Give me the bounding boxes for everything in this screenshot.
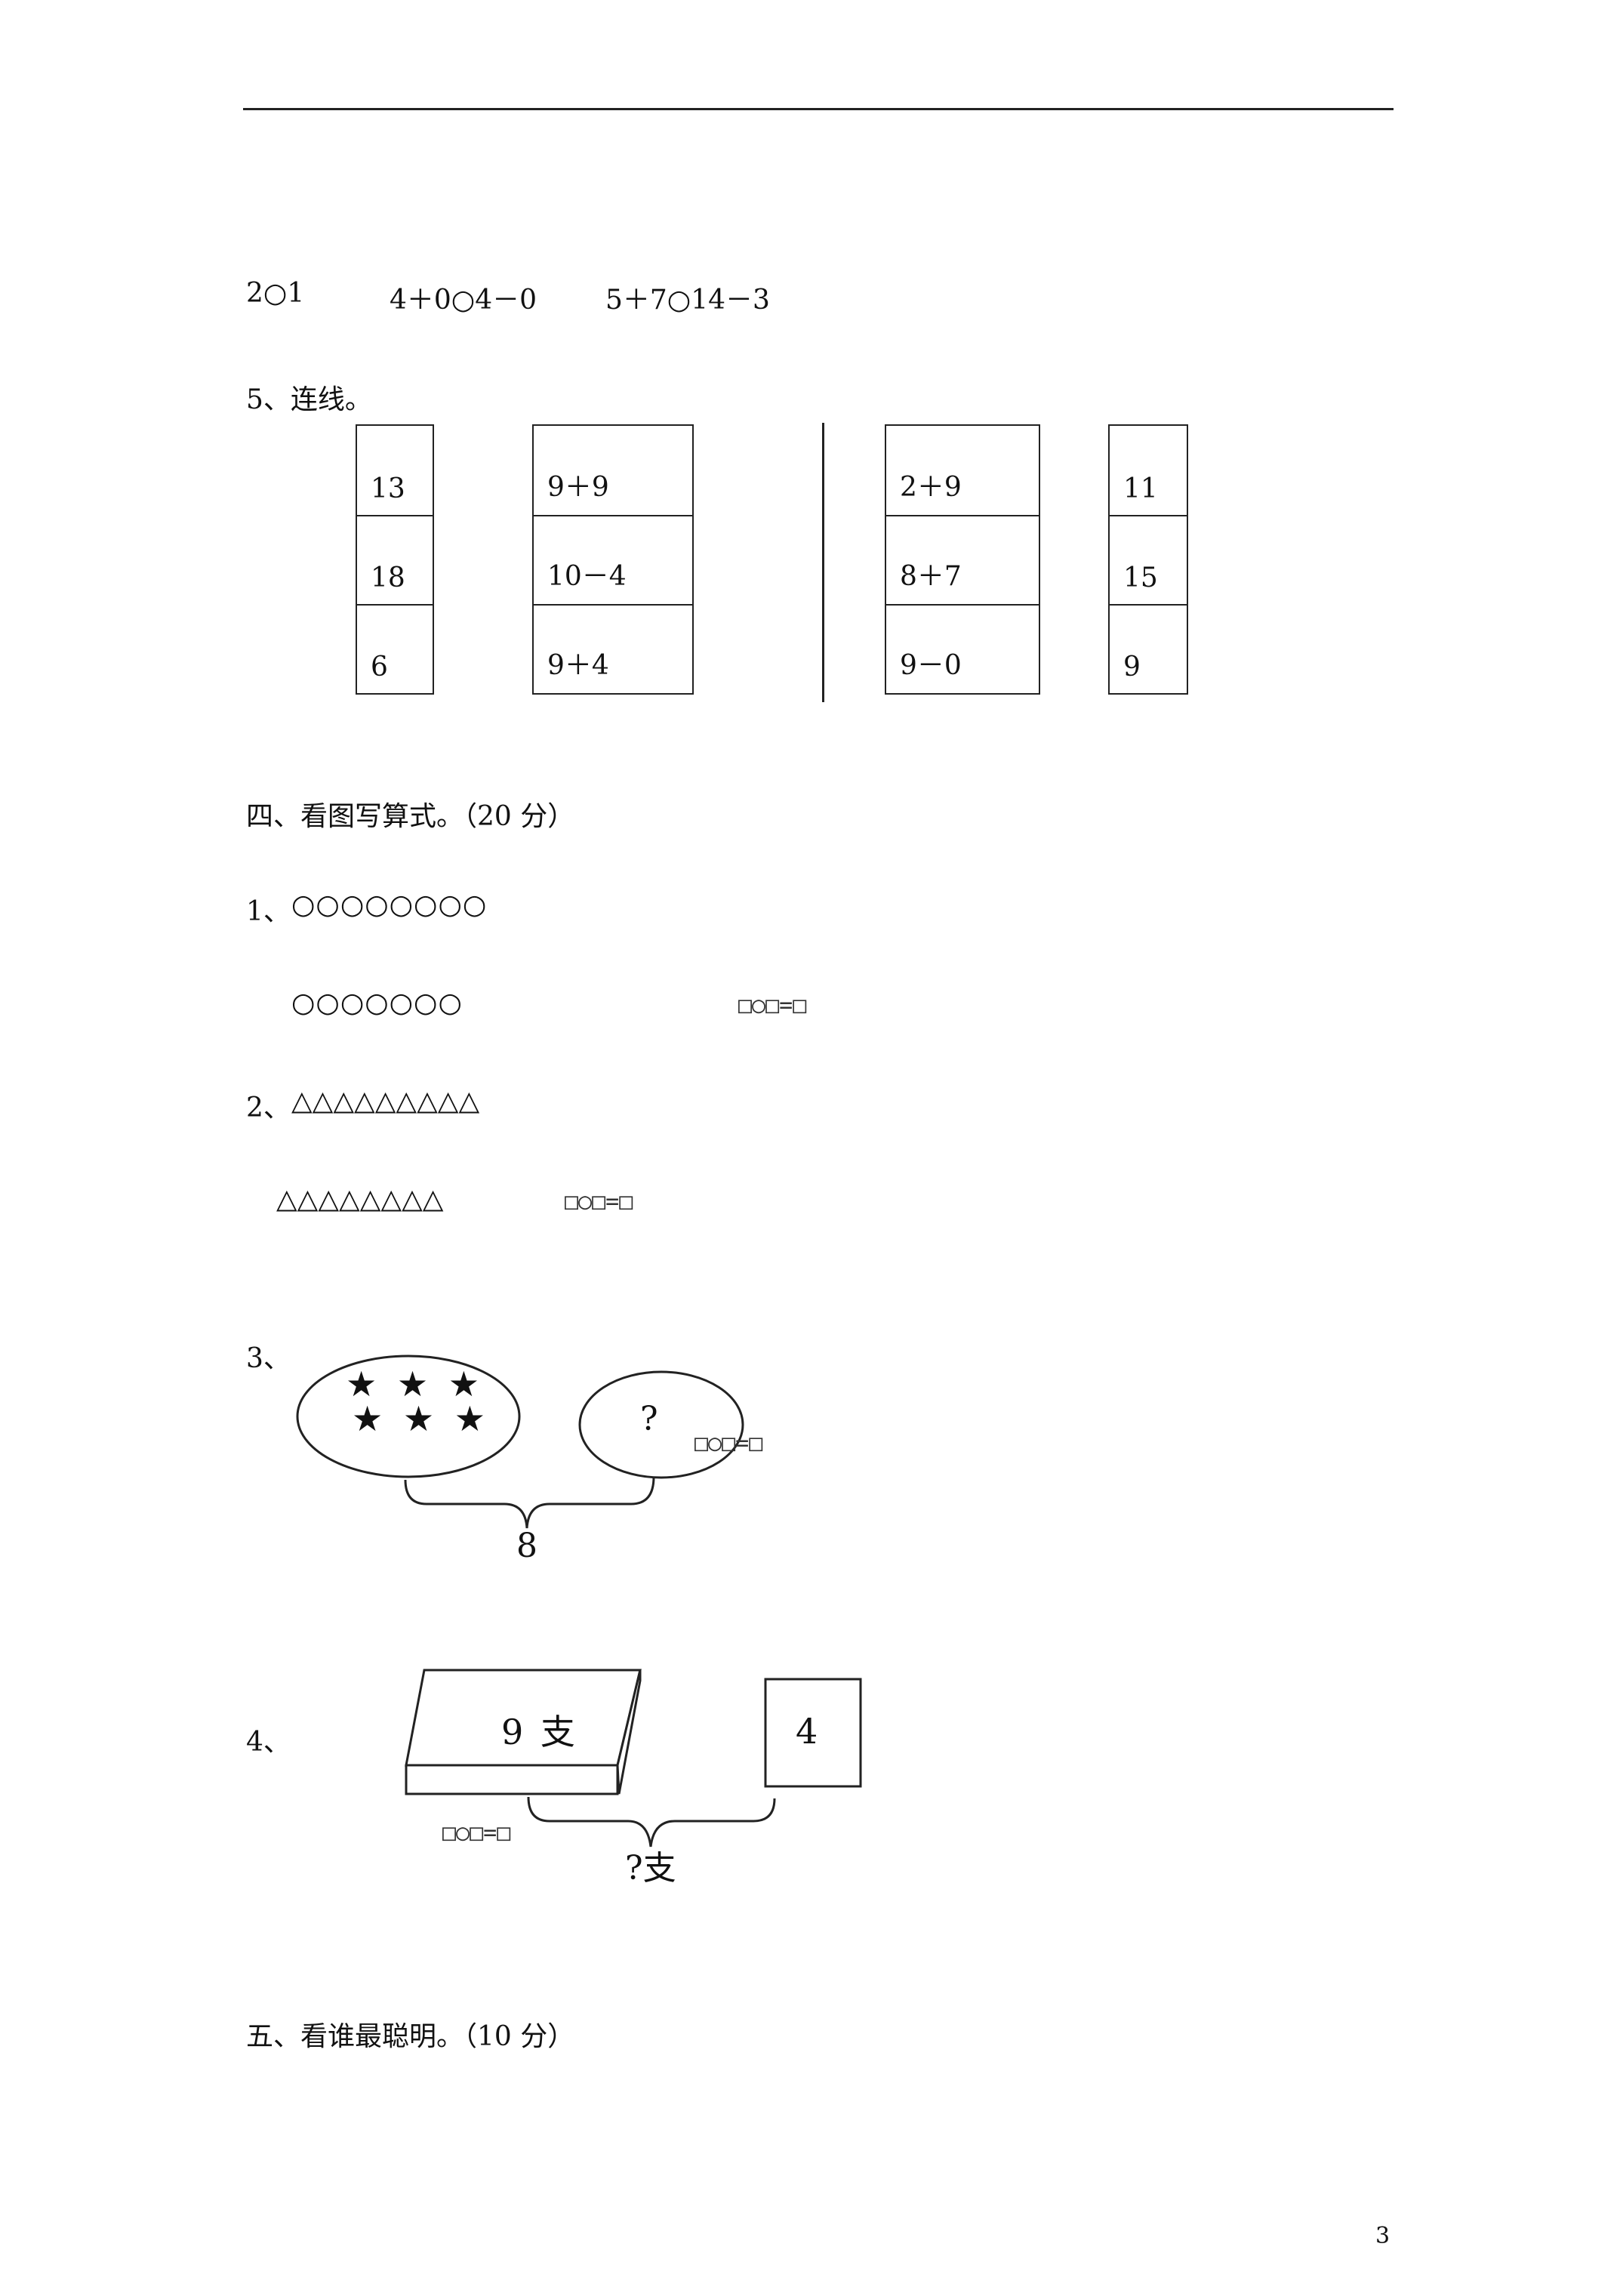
p2-label: 2、 (246, 1093, 291, 1123)
q5-cell-text: 9＋9 (547, 472, 609, 503)
p3-total: 8 (516, 1527, 537, 1565)
q5-cell-text: 18 (371, 562, 405, 593)
q5-cell-text: 9－0 (900, 650, 962, 681)
p4-brace (527, 1796, 776, 1848)
p1-label: 1、 (246, 896, 291, 927)
q5-cell-text: 13 (371, 473, 405, 504)
page-number: 3 (1375, 2223, 1390, 2249)
p1-circles-row-2: ○○○○○○○ (291, 988, 463, 1019)
p4-box-side (616, 1669, 642, 1795)
p1-answer-blank: □○□=□ (738, 992, 807, 1019)
q5-cell: 2＋9 (886, 426, 1039, 515)
q5-cell-text: 15 (1123, 562, 1158, 593)
p4-label: 4、 (246, 1727, 291, 1758)
p4-square-text: 4 (796, 1711, 818, 1752)
q5-cell: 8＋7 (886, 515, 1039, 604)
p4-answer-blank: □○□=□ (442, 1820, 511, 1846)
q5-column-4: 11 15 9 (1108, 424, 1188, 695)
p3-right-oval (578, 1370, 744, 1479)
comparison-3: 5＋7○14－3 (605, 285, 770, 316)
q5-cell: 13 (357, 426, 433, 515)
comparison-1: 2○1 (246, 278, 305, 309)
p3-left-oval (296, 1354, 521, 1478)
q5-title: 5、连线。 (246, 384, 372, 415)
section-5-title: 五、看谁最聪明。（10 分） (246, 2021, 575, 2052)
q5-cell-text: 11 (1123, 473, 1158, 504)
q5-cell: 9 (1110, 604, 1187, 693)
p2-answer-blank: □○□=□ (565, 1188, 633, 1215)
q5-column-2: 9＋9 10－4 9＋4 (532, 424, 694, 695)
q5-column-3: 2＋9 8＋7 9－0 (885, 424, 1040, 695)
p4-box-text: 9 支 (501, 1712, 578, 1752)
q5-cell: 6 (357, 604, 433, 693)
header-rule (243, 108, 1394, 110)
p3-question-mark: ? (640, 1400, 658, 1438)
q5-cell: 10－4 (534, 515, 692, 604)
q5-cell-text: 8＋7 (900, 561, 962, 592)
p3-label: 3、 (246, 1343, 291, 1374)
p4-total: ?支 (625, 1849, 676, 1888)
q5-cell: 9－0 (886, 604, 1039, 693)
q5-cell: 9＋4 (534, 604, 692, 693)
q5-cell: 15 (1110, 515, 1187, 604)
p4-square (764, 1678, 862, 1788)
p2-triangles-row-2: △△△△△△△△ (276, 1184, 444, 1215)
p1-circles-row-1: ○○○○○○○○ (291, 889, 488, 920)
comparison-2: 4＋0○4－0 (390, 285, 537, 316)
section-4-title: 四、看图写算式。（20 分） (246, 801, 575, 832)
q5-cell-text: 10－4 (547, 561, 627, 592)
q5-divider (822, 423, 824, 702)
q5-cell-text: 9＋4 (547, 650, 609, 681)
q5-cell-text: 9 (1123, 652, 1141, 683)
q5-cell: 18 (357, 515, 433, 604)
q5-cell-text: 6 (371, 652, 388, 683)
p3-brace (404, 1476, 655, 1529)
q5-column-1: 13 18 6 (356, 424, 434, 695)
p3-answer-blank: □○□=□ (694, 1430, 763, 1456)
p2-triangles-row-1: △△△△△△△△△ (291, 1086, 480, 1117)
q5-cell-text: 2＋9 (900, 472, 962, 503)
q5-cell: 9＋9 (534, 426, 692, 515)
p3-stars-row-2: ★ ★ ★ (352, 1398, 490, 1439)
q5-cell: 11 (1110, 426, 1187, 515)
p4-box-front (405, 1764, 619, 1795)
p3-stars-row-1: ★ ★ ★ (346, 1364, 484, 1404)
